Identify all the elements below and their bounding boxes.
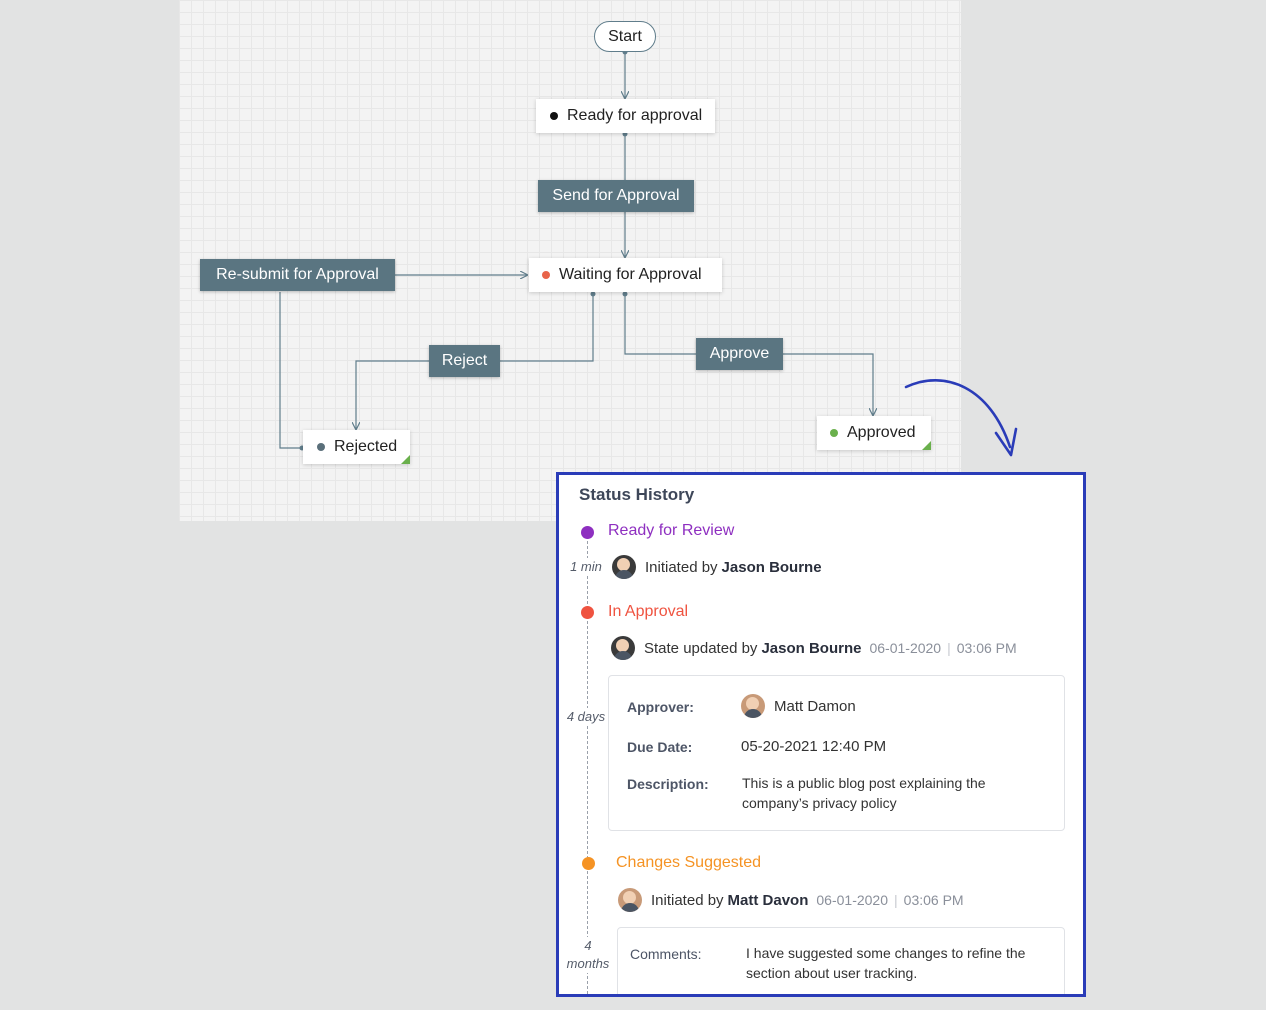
curved-arrow-icon bbox=[904, 379, 1018, 457]
description-value: This is a public blog post explaining th… bbox=[742, 773, 986, 813]
description-line: company’s privacy policy bbox=[742, 795, 897, 811]
avatar bbox=[741, 694, 765, 718]
duration-value: 4 bbox=[584, 938, 592, 953]
due-date-value: 05-20-2021 12:40 PM bbox=[741, 738, 887, 755]
start-label: Start bbox=[608, 27, 642, 45]
status-dot bbox=[550, 112, 558, 120]
activity-initiated: Initiated by Matt Davon 06-01-2020 | 03:… bbox=[618, 888, 964, 912]
status-dot bbox=[830, 429, 838, 437]
state-label: Rejected bbox=[334, 438, 398, 455]
comments-line: section about user tracking. bbox=[746, 965, 918, 981]
activity-text: Initiated by bbox=[651, 891, 724, 909]
approval-details-card: Approver: Matt Damon Due Date: 05-20-202… bbox=[608, 675, 1065, 831]
comments-card: Comments: I have suggested some changes … bbox=[617, 927, 1065, 994]
transition-send-for-approval[interactable]: Send for Approval bbox=[538, 180, 694, 212]
activity-text: Initiated by bbox=[645, 558, 718, 576]
timeline-dot-ready-for-review bbox=[581, 526, 594, 539]
user-name[interactable]: Jason Bourne bbox=[761, 639, 862, 657]
start-node[interactable]: Start bbox=[594, 21, 656, 52]
transition-approve[interactable]: Approve bbox=[696, 338, 783, 370]
state-rejected[interactable]: Rejected bbox=[303, 430, 410, 464]
comments-value: I have suggested some changes to refine … bbox=[746, 943, 1025, 983]
timeline-dot-in-approval bbox=[581, 606, 594, 619]
activity-state-updated: State updated by Jason Bourne 06-01-2020… bbox=[611, 636, 1017, 660]
status-in-approval: In Approval bbox=[608, 603, 689, 620]
state-ready-for-approval[interactable]: Ready for approval bbox=[536, 99, 715, 133]
description-label: Description: bbox=[627, 776, 709, 792]
state-label: Ready for approval bbox=[567, 107, 703, 124]
activity-date: 06-01-2020 bbox=[869, 640, 942, 656]
state-waiting-for-approval[interactable]: Waiting for Approval bbox=[529, 258, 722, 292]
description-line: This is a public blog post explaining th… bbox=[742, 775, 986, 791]
activity-time: 03:06 PM bbox=[903, 892, 964, 908]
status-history-panel: Status History Ready for Review 1 min In… bbox=[556, 472, 1086, 997]
connector-waiting-reject bbox=[500, 294, 594, 362]
meta-separator: | bbox=[894, 892, 898, 908]
user-name[interactable]: Matt Davon bbox=[727, 891, 809, 909]
avatar bbox=[612, 555, 636, 579]
approver-name[interactable]: Matt Damon bbox=[774, 697, 856, 715]
avatar bbox=[618, 888, 642, 912]
timeline-dot-changes-suggested bbox=[582, 857, 595, 870]
connector-rejected-resubmit bbox=[279, 292, 302, 449]
duration-label: 4 months bbox=[562, 937, 614, 973]
transition-label: Send for Approval bbox=[552, 187, 680, 204]
user-name[interactable]: Jason Bourne bbox=[721, 558, 822, 576]
state-label: Approved bbox=[847, 424, 916, 441]
connector-reject-rejected bbox=[356, 360, 429, 429]
duration-label: 1 min bbox=[562, 558, 610, 576]
connector-waiting-approve bbox=[624, 294, 696, 355]
duration-label: 4 days bbox=[562, 708, 610, 726]
transition-reject[interactable]: Reject bbox=[429, 345, 500, 377]
comments-label: Comments: bbox=[630, 946, 702, 962]
activity-initiated: Initiated by Jason Bourne bbox=[612, 555, 822, 579]
activity-date: 06-01-2020 bbox=[816, 892, 889, 908]
panel-title: Status History bbox=[579, 485, 695, 504]
resize-handle[interactable] bbox=[401, 455, 410, 464]
transition-label: Re-submit for Approval bbox=[216, 266, 379, 283]
transition-label: Approve bbox=[709, 345, 770, 362]
duration-unit: months bbox=[566, 956, 610, 971]
comments-line: I have suggested some changes to refine … bbox=[746, 945, 1026, 961]
avatar bbox=[611, 636, 635, 660]
meta-separator: | bbox=[947, 640, 951, 656]
transition-resubmit-for-approval[interactable]: Re-submit for Approval bbox=[200, 259, 395, 291]
status-dot bbox=[317, 443, 325, 451]
status-ready-for-review: Ready for Review bbox=[608, 522, 735, 539]
due-date-label: Due Date: bbox=[627, 739, 693, 755]
activity-time: 03:06 PM bbox=[956, 640, 1017, 656]
connector-approve-approved bbox=[783, 353, 873, 415]
status-changes-suggested: Changes Suggested bbox=[616, 854, 761, 871]
state-approved[interactable]: Approved bbox=[817, 416, 931, 450]
approver-value: Matt Damon bbox=[741, 694, 856, 718]
state-label: Waiting for Approval bbox=[559, 266, 702, 283]
approver-label: Approver: bbox=[627, 699, 694, 715]
timeline-line bbox=[587, 531, 588, 994]
status-dot bbox=[542, 271, 550, 279]
activity-text: State updated by bbox=[644, 639, 758, 657]
transition-label: Reject bbox=[441, 352, 488, 369]
resize-handle[interactable] bbox=[922, 441, 931, 450]
